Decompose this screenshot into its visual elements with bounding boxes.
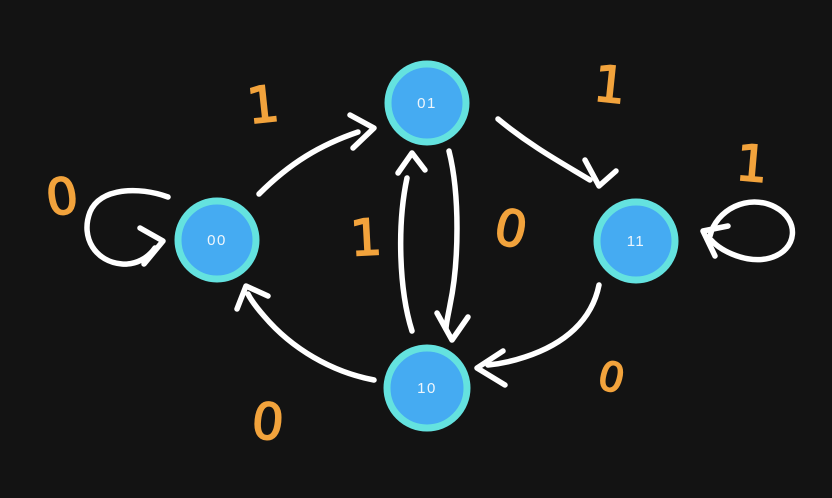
edge-label-00-self[interactable]: 0 [42, 165, 83, 228]
edge-11-to-10[interactable] [474, 282, 602, 388]
edge-label-10-to-00[interactable]: 0 [248, 391, 287, 454]
state-node-10-circle [383, 344, 471, 432]
edge-label-11-to-10[interactable]: 0 [593, 352, 630, 404]
edge-11-self-loop[interactable] [700, 199, 796, 263]
edge-label-10-to-01[interactable]: 1 [348, 207, 384, 268]
edge-label-01-to-10[interactable]: 0 [488, 197, 533, 262]
state-node-11-label: 11 [627, 233, 646, 250]
edge-label-00-to-01[interactable]: 1 [243, 74, 282, 137]
arrowhead-icon [474, 348, 508, 388]
state-node-01-label: 01 [417, 95, 437, 112]
arrowhead-icon [395, 150, 428, 176]
arrowhead-icon [434, 310, 471, 343]
edge-10-to-00-curve [245, 291, 377, 383]
state-node-00-label: 00 [207, 232, 227, 249]
edge-11-self-loop-curve [707, 199, 796, 263]
state-node-10-label: 10 [417, 380, 437, 397]
state-node-11[interactable]: 11 [593, 198, 679, 284]
edge-10-to-01[interactable] [395, 150, 428, 334]
edge-10-to-01-curve [397, 175, 415, 334]
edge-00-self-loop[interactable] [84, 187, 171, 267]
state-node-11-circle [593, 198, 679, 284]
edge-00-to-01[interactable] [256, 112, 377, 197]
state-node-00[interactable]: 00 [174, 197, 260, 283]
edge-10-to-00[interactable] [234, 283, 377, 383]
state-node-10[interactable]: 10 [383, 344, 471, 432]
state-node-01-circle [384, 60, 470, 146]
state-node-00-circle [174, 197, 260, 283]
edge-label-01-to-11[interactable]: 1 [590, 54, 629, 117]
arrowhead-icon [347, 112, 377, 151]
edge-00-to-01-curve [256, 129, 361, 197]
edge-01-to-10[interactable] [434, 148, 471, 343]
edge-01-to-11[interactable] [495, 116, 619, 189]
arrowhead-icon [234, 283, 271, 312]
edge-01-to-11-curve [495, 116, 593, 183]
arrowhead-icon [582, 157, 619, 189]
edge-01-to-10-curve [443, 148, 460, 332]
edge-label-11-self[interactable]: 1 [733, 133, 771, 195]
arrowhead-icon [137, 225, 166, 267]
edge-11-to-10-curve [485, 282, 602, 368]
edge-00-self-loop-curve [84, 187, 171, 267]
arrowhead-icon [700, 223, 731, 259]
state-node-01[interactable]: 01 [384, 60, 470, 146]
